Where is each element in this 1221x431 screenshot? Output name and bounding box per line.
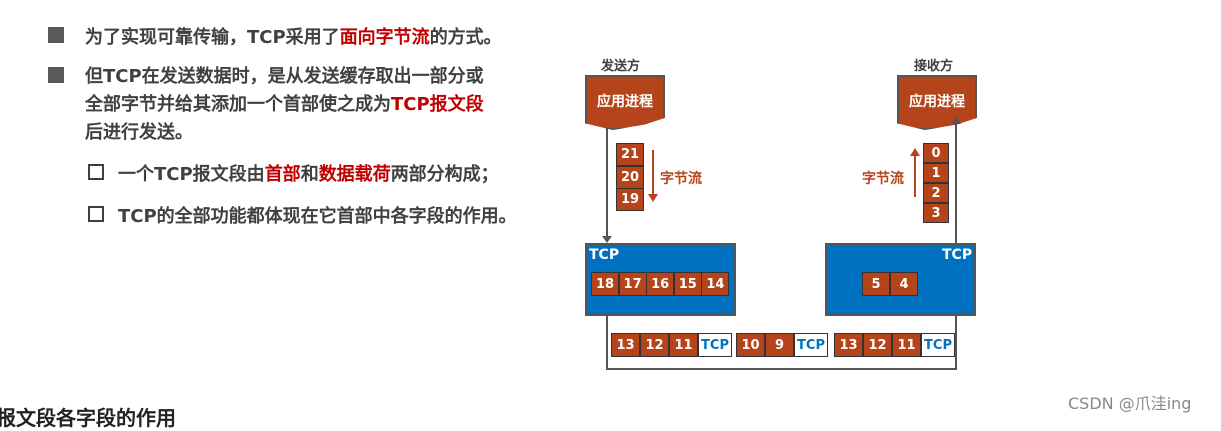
byte-stream-label: 字节流 xyxy=(862,171,904,187)
sub-bullet-1: 一个TCP报文段由首部和数据载荷两部分构成； xyxy=(118,164,499,185)
byte-cell: 9 xyxy=(765,333,794,357)
byte-cell: 4 xyxy=(890,272,918,296)
receiver-app-process: 应用进程 xyxy=(897,75,977,130)
arrow-down-icon xyxy=(602,236,612,243)
sender-app-process: 应用进程 xyxy=(585,75,665,130)
checkbox-icon xyxy=(88,206,104,222)
sender-tcp-label: TCP xyxy=(589,247,620,263)
byte-cell: 11 xyxy=(892,333,921,357)
byte-cell: 10 xyxy=(736,333,765,357)
byte-cell: 5 xyxy=(862,272,890,296)
bullet-icon xyxy=(48,27,64,43)
byte-cell: 18 xyxy=(591,272,619,296)
byte-cell: 19 xyxy=(616,188,644,211)
byte-cell: 2 xyxy=(923,183,949,203)
sender-label: 发送方 xyxy=(601,59,641,74)
receiver-label: 接收方 xyxy=(914,59,954,74)
byte-cell: 3 xyxy=(923,203,949,223)
byte-cell: 21 xyxy=(616,143,644,166)
section-heading: 报文段各字段的作用 xyxy=(0,406,176,430)
byte-cell: 17 xyxy=(618,272,647,296)
sub-bullet-2: TCP的全部功能都体现在它首部中各字段的作用。 xyxy=(118,206,517,227)
bullet-2: 但TCP在发送数据时，是从发送缓存取出一部分或全部字节并给其添加一个首部使之成为… xyxy=(85,66,484,143)
segment-header: TCP xyxy=(921,333,955,357)
byte-cell: 0 xyxy=(923,143,949,163)
byte-cell: 13 xyxy=(611,333,640,357)
segment-header: TCP xyxy=(698,333,732,357)
byte-cell: 1 xyxy=(923,163,949,183)
receiver-tcp-label: TCP xyxy=(942,247,973,263)
byte-cell: 12 xyxy=(640,333,669,357)
checkbox-icon xyxy=(88,164,104,180)
byte-cell: 16 xyxy=(646,272,675,296)
arrow-up-icon xyxy=(951,117,961,124)
segment-header: TCP xyxy=(794,333,828,357)
bullet-icon xyxy=(48,67,64,83)
byte-cell: 14 xyxy=(701,272,730,296)
byte-cell: 13 xyxy=(834,333,863,357)
byte-cell: 11 xyxy=(669,333,698,357)
watermark: CSDN @爪洼ing xyxy=(1068,394,1192,413)
flow-down-arrow-icon xyxy=(648,194,658,202)
byte-cell: 20 xyxy=(616,165,644,189)
byte-stream-label: 字节流 xyxy=(660,171,702,187)
bullet-1: 为了实现可靠传输，TCP采用了面向字节流的方式。 xyxy=(85,27,502,48)
byte-cell: 12 xyxy=(863,333,892,357)
flow-up-arrow-icon xyxy=(910,148,920,156)
byte-cell: 15 xyxy=(673,272,702,296)
